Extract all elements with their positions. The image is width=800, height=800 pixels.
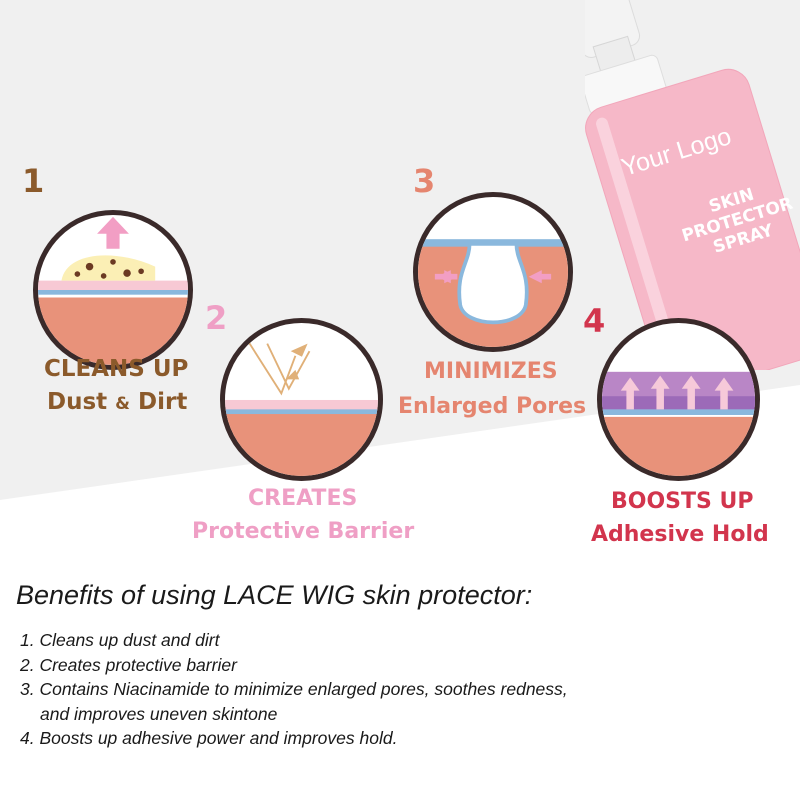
step-4-title: BOOSTS UP <box>611 489 754 514</box>
step-2-number: 2 <box>205 299 228 337</box>
step-3-subtitle: Enlarged Pores <box>398 394 587 419</box>
step-2-title: CREATES <box>248 486 358 511</box>
benefit-item-4: 4. Boosts up adhesive power and improves… <box>20 728 398 748</box>
benefit-item-3-continued: and improves uneven skintone <box>20 702 568 727</box>
step-1-subtitle: Dust & Dirt <box>47 388 187 418</box>
step-4-circle <box>597 318 760 481</box>
step-4-subtitle: Adhesive Hold <box>591 522 769 547</box>
step-3-circle <box>413 192 573 352</box>
benefit-item-1: 1. Cleans up dust and dirt <box>20 630 220 650</box>
step-1-subtitle-amp: & <box>115 394 130 414</box>
benefit-item-3: 3. Contains Niacinamide to minimize enla… <box>20 679 568 699</box>
benefits-list: 1. Cleans up dust and dirt 2. Creates pr… <box>20 628 568 751</box>
step-1-number: 1 <box>22 162 45 200</box>
step-1-circle <box>33 210 193 370</box>
benefits-heading: Benefits of using LACE WIG skin protecto… <box>16 580 533 610</box>
step-4-number: 4 <box>583 302 606 340</box>
step-1-title: CLEANS UP <box>44 356 189 382</box>
reflect-barrier-icon <box>225 341 378 476</box>
spray-bottle-image: Your Logo SKIN PROTECTOR SPRAY <box>554 0 800 396</box>
step-1-subtitle-a: Dust <box>47 389 108 415</box>
step-2-subtitle: Protective Barrier <box>192 519 415 544</box>
step-3-title: MINIMIZES <box>424 359 558 384</box>
pore-shrink-icon <box>418 239 568 347</box>
benefit-item-3-cont-text: and improves uneven skintone <box>40 703 278 724</box>
step-2-circle <box>220 318 383 481</box>
step-3-number: 3 <box>413 162 436 200</box>
step-1-subtitle-b: Dirt <box>138 389 188 415</box>
adhesive-boost-icon <box>602 371 755 476</box>
dust-removal-icon <box>38 216 188 365</box>
benefit-item-2: 2. Creates protective barrier <box>20 654 237 675</box>
